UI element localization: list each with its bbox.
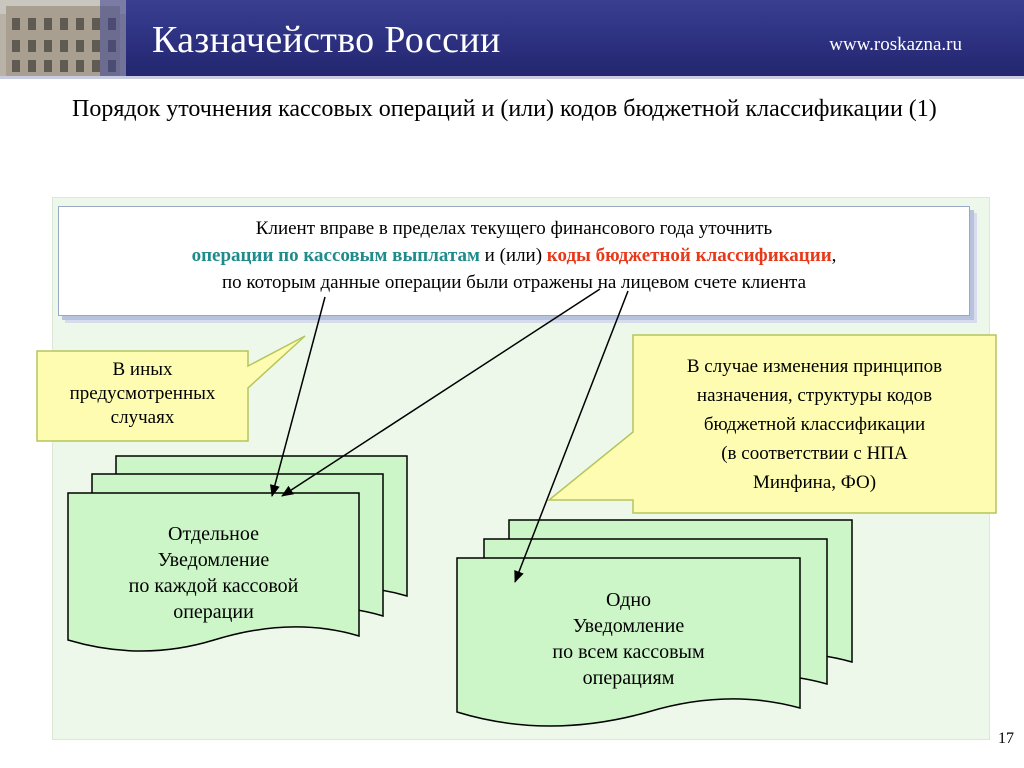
callout-right-line-2: назначения, структуры кодов (696, 385, 933, 406)
header-divider (0, 76, 1024, 79)
callout-right-line-4: (в соответствии с НПА (721, 443, 908, 464)
doc-right-line-3: по всем кассовым (552, 641, 705, 663)
building-photo-icon (0, 0, 126, 76)
doc-right-line-2: Уведомление (572, 615, 685, 637)
callout-right-line-3: бюджетной классификации (703, 414, 926, 435)
doc-left-line-2: Уведомление (157, 549, 270, 571)
header-bar: Казначейство России www.roskazna.ru (0, 0, 1024, 76)
intro-comma: , (831, 245, 837, 266)
callout-right-line-1: В случае изменения принципов (686, 356, 943, 377)
doc-left-text: Отдельное Уведомление по каждой кассовой… (68, 521, 359, 625)
doc-left-line-4: операции (173, 601, 254, 623)
doc-left-line-3: по каждой кассовой (128, 575, 299, 597)
budget-codes-highlight: коды бюджетной классификации (546, 245, 832, 266)
callout-right-line-5: Минфина, ФО) (752, 472, 877, 493)
cash-payments-highlight: операции по кассовым выплатам (191, 245, 480, 266)
header-title: Казначейство России (152, 19, 501, 61)
doc-left-line-1: Отдельное (168, 523, 259, 545)
intro-line-2: операции по кассовым выплатам и (или) ко… (59, 242, 969, 269)
page-number: 17 (998, 730, 1014, 747)
intro-box: Клиент вправе в пределах текущего финанс… (58, 206, 970, 316)
doc-right-line-4: операциям (582, 667, 675, 689)
intro-line-1: Клиент вправе в пределах текущего финанс… (255, 218, 773, 239)
callout-right: В случае изменения принципов назначения,… (633, 352, 996, 497)
slide-title: Порядок уточнения кассовых операций и (и… (72, 96, 937, 122)
callout-left: В иных предусмотренных случаях (37, 358, 248, 430)
intro-line-3: по которым данные операции были отражены… (221, 272, 807, 293)
doc-right-line-1: Одно (605, 589, 652, 611)
intro-connector: и (или) (479, 245, 547, 266)
callout-left-line-1: В иных (112, 359, 173, 380)
callout-left-line-2: предусмотренных (69, 383, 216, 404)
doc-right-text: Одно Уведомление по всем кассовым операц… (457, 587, 800, 691)
header-url-link[interactable]: www.roskazna.ru (829, 34, 962, 55)
callout-left-line-3: случаях (110, 407, 175, 428)
